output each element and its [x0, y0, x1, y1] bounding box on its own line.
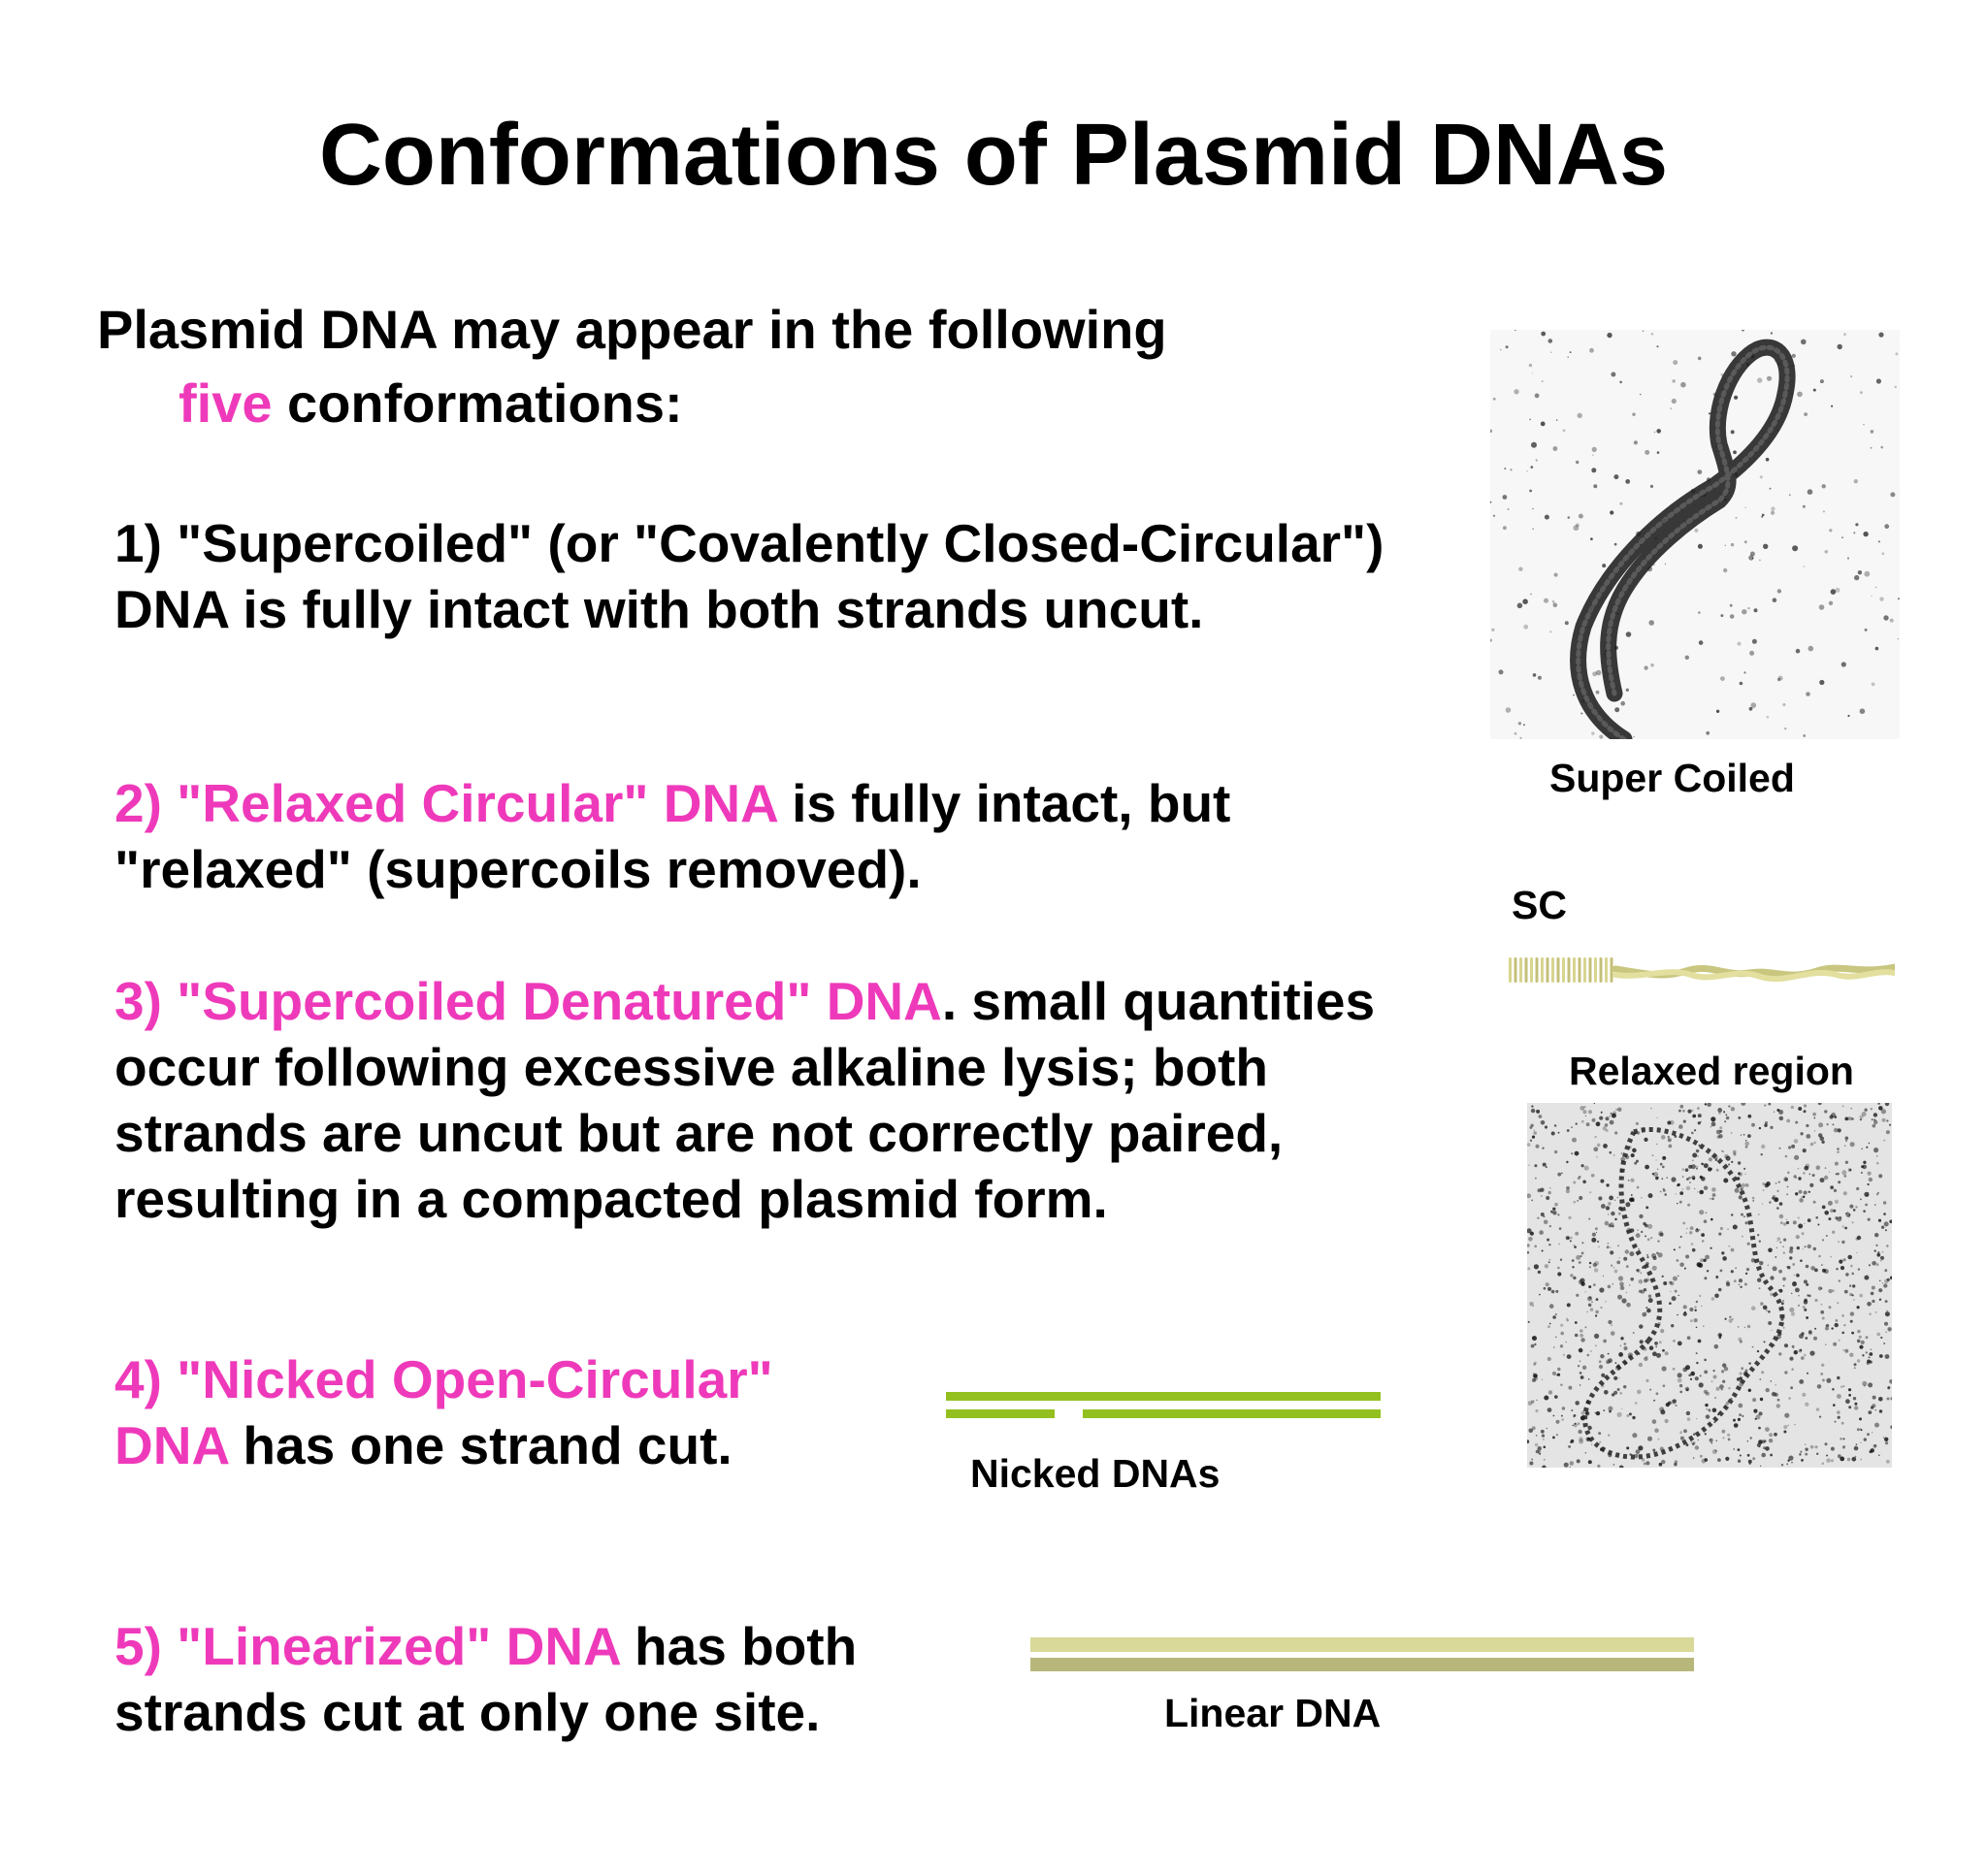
item-3-line-4: resulting in a compacted plasmid form. — [114, 1169, 1108, 1229]
caption-super-coiled: Super Coiled — [1549, 756, 1795, 800]
caption-relaxed-region: Relaxed region — [1569, 1049, 1854, 1093]
item-3-line-3: strands are uncut but are not correctly … — [114, 1103, 1284, 1163]
conformation-item-1: 1) "Supercoiled" (or "Covalently Closed-… — [114, 510, 1384, 642]
item-4-line-1: 4) "Nicked Open-Circular" — [114, 1349, 773, 1409]
intro-line-2: five conformations: — [179, 372, 683, 435]
conformation-item-4: 4) "Nicked Open-Circular" DNA has one st… — [114, 1346, 773, 1478]
sc-strand-illustration — [1507, 946, 1895, 998]
item-2-line-1: 2) "Relaxed Circular" DNA is fully intac… — [114, 770, 1230, 836]
caption-linear-dna: Linear DNA — [1164, 1691, 1382, 1735]
item-5-line-1: 5) "Linearized" DNA has both — [114, 1613, 857, 1679]
conformation-item-3: 3) "Supercoiled Denatured" DNA. small qu… — [114, 968, 1375, 1232]
supercoiled-micrograph — [1490, 330, 1900, 739]
relaxed-micrograph — [1527, 1103, 1892, 1468]
caption-sc: SC — [1512, 883, 1567, 927]
intro-highlight: five — [179, 372, 273, 434]
item-2-line-2: "relaxed" (supercoils removed). — [114, 839, 922, 899]
item-2-highlight: 2) "Relaxed Circular" DNA — [114, 773, 777, 833]
item-3-line-2: occur following excessive alkaline lysis… — [114, 1037, 1269, 1097]
intro-line-1: Plasmid DNA may appear in the following — [97, 299, 1167, 360]
item-2-line-1-rest: is fully intact, but — [776, 773, 1231, 833]
conformation-item-5: 5) "Linearized" DNA has both strands cut… — [114, 1613, 857, 1745]
item-1-line-1: 1) "Supercoiled" (or "Covalently Closed-… — [114, 513, 1384, 573]
item-5-line-2: strands cut at only one site. — [114, 1682, 821, 1742]
item-3-line-1: 3) "Supercoiled Denatured" DNA. small qu… — [114, 968, 1375, 1034]
page-title: Conformations of Plasmid DNAs — [318, 107, 1669, 204]
nicked-dna-illustration — [946, 1390, 1381, 1423]
item-4-line-2-rest: has one strand cut. — [228, 1415, 733, 1475]
conformation-item-2: 2) "Relaxed Circular" DNA is fully intac… — [114, 770, 1230, 902]
item-3-line-1-rest: . small quantities — [941, 971, 1376, 1031]
item-5-highlight: 5) "Linearized" DNA — [114, 1616, 620, 1676]
intro-line-2-rest: conformations: — [272, 372, 683, 434]
item-3-highlight: 3) "Supercoiled Denatured" DNA — [114, 971, 942, 1031]
item-4-line-2: DNA has one strand cut. — [114, 1412, 773, 1478]
caption-nicked-dnas: Nicked DNAs — [970, 1451, 1221, 1496]
item-1-line-2: DNA is fully intact with both strands un… — [114, 579, 1204, 639]
linear-dna-illustration — [1030, 1635, 1694, 1674]
item-4-highlight: DNA — [114, 1415, 229, 1475]
item-5-line-1-rest: has both — [619, 1616, 858, 1676]
